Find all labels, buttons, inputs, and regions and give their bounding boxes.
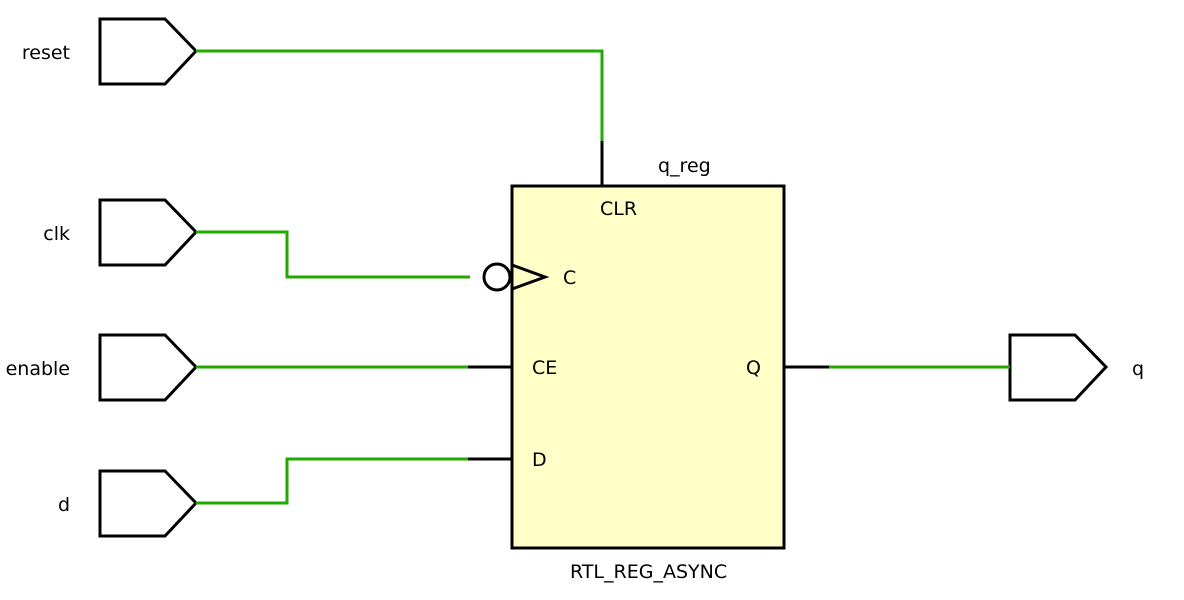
pin-q-label: Q — [746, 357, 761, 379]
input-port-reset-label: reset — [22, 42, 70, 64]
pin-ce-label: CE — [532, 357, 557, 379]
input-port-clk[interactable] — [98, 198, 199, 267]
output-port-q-label: q — [1132, 358, 1144, 380]
clock-edge-triangle — [511, 263, 550, 291]
input-port-enable-label: enable — [6, 358, 70, 380]
register-instance-name: q_reg — [658, 155, 711, 177]
input-port-d[interactable] — [98, 469, 199, 538]
output-port-q[interactable] — [1008, 333, 1109, 402]
input-port-d-label: d — [58, 494, 70, 516]
pin-clock-label: C — [563, 267, 576, 289]
net-clk[interactable] — [196, 230, 470, 279]
register-cell-type: RTL_REG_ASYNC — [570, 561, 727, 583]
pin-d-label: D — [532, 449, 547, 471]
pin-clr-label: CLR — [600, 198, 637, 220]
input-port-clk-label: clk — [43, 223, 70, 245]
net-d[interactable] — [196, 457, 468, 505]
net-reset[interactable] — [196, 49, 604, 141]
clock-inversion-bubble — [482, 262, 512, 292]
input-port-reset[interactable] — [98, 17, 199, 86]
input-port-enable[interactable] — [98, 333, 199, 402]
